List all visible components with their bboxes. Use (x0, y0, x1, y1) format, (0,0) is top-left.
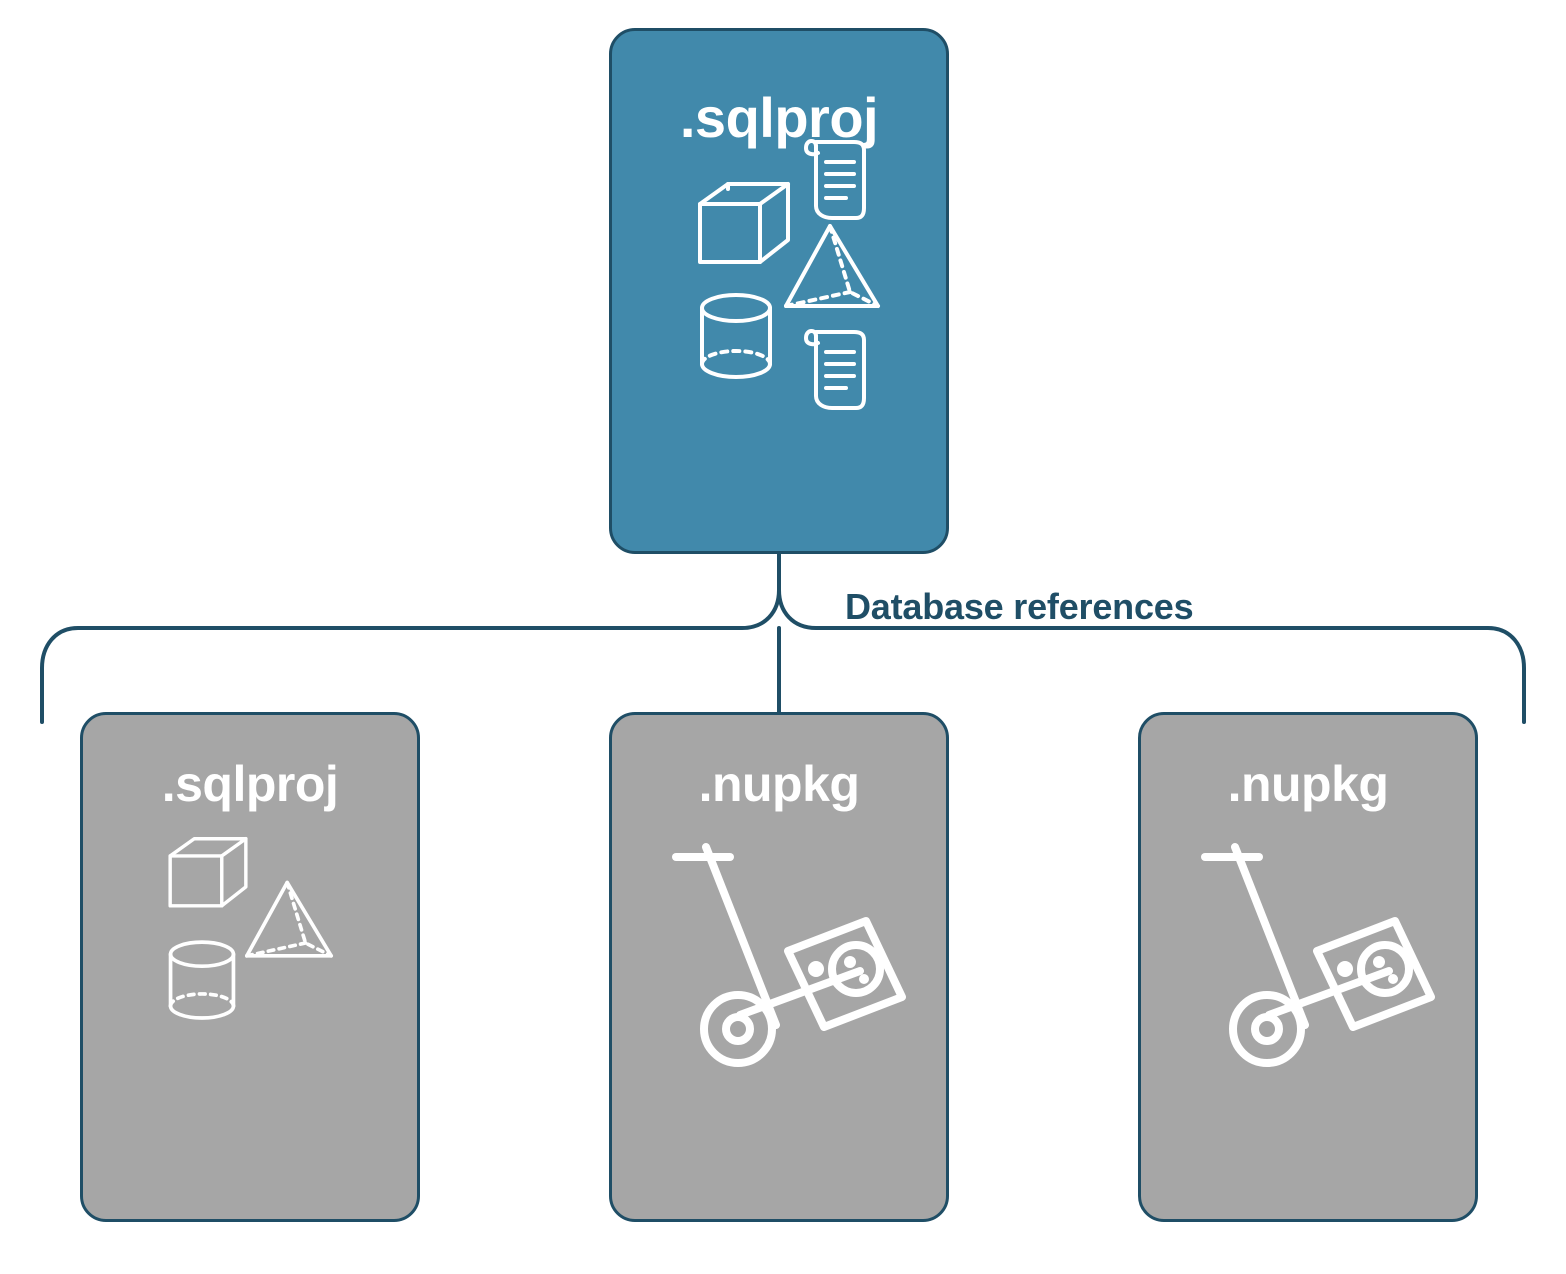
node-root-sqlproj[interactable]: .sqlproj (609, 28, 949, 554)
cylinder-icon (168, 940, 236, 1020)
node-root-title: .sqlproj (679, 86, 879, 149)
node-child-title: .sqlproj (161, 756, 339, 812)
node-child-icon-area (1141, 813, 1475, 1219)
package-handtruck-icon (1201, 843, 1435, 1067)
scroll-icon (804, 329, 866, 410)
package-handtruck-icon (672, 843, 906, 1067)
cube-icon (698, 182, 790, 264)
node-child-icon-area (83, 813, 417, 1219)
node-child-title: .nupkg (698, 756, 860, 812)
node-child-nupkg[interactable]: .nupkg (1138, 712, 1478, 1222)
pyramid-icon (784, 224, 880, 308)
scroll-icon (804, 139, 866, 220)
node-child-nupkg[interactable]: .nupkg (609, 712, 949, 1222)
node-child-sqlproj[interactable]: .sqlproj (80, 712, 420, 1222)
cylinder-icon (700, 293, 772, 379)
node-root-icon-area (612, 139, 946, 551)
cube-icon (168, 837, 248, 908)
node-child-title: .nupkg (1227, 756, 1389, 812)
edge-label-database-references: Database references (845, 586, 1194, 627)
pyramid-icon (245, 880, 333, 958)
node-child-icon-area (612, 813, 946, 1219)
